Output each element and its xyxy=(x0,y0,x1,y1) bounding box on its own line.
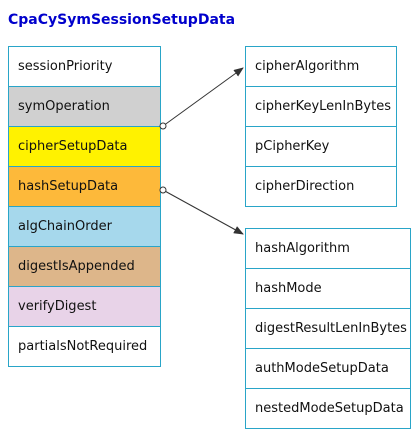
field-digest-is-appended: digestIsAppended xyxy=(8,246,161,287)
field-sym-operation: symOperation xyxy=(8,86,161,127)
cipher-struct-box: cipherAlgorithm cipherKeyLenInBytes pCip… xyxy=(245,46,397,207)
field-partials-not-required: partialsNotRequired xyxy=(8,326,161,367)
cipher-pointer-arrow xyxy=(162,67,244,127)
field-hash-setup-data: hashSetupData xyxy=(8,166,161,207)
hash-pointer-arrow xyxy=(162,189,244,235)
diagram-title: CpaCySymSessionSetupData xyxy=(8,12,236,28)
main-struct-box: sessionPriority symOperation cipherSetup… xyxy=(8,46,161,367)
field-cipher-direction: cipherDirection xyxy=(245,166,397,207)
field-verify-digest: verifyDigest xyxy=(8,286,161,327)
field-alg-chain-order: algChainOrder xyxy=(8,206,161,247)
hash-pointer-origin xyxy=(159,186,167,194)
cipher-pointer-origin xyxy=(159,122,167,130)
